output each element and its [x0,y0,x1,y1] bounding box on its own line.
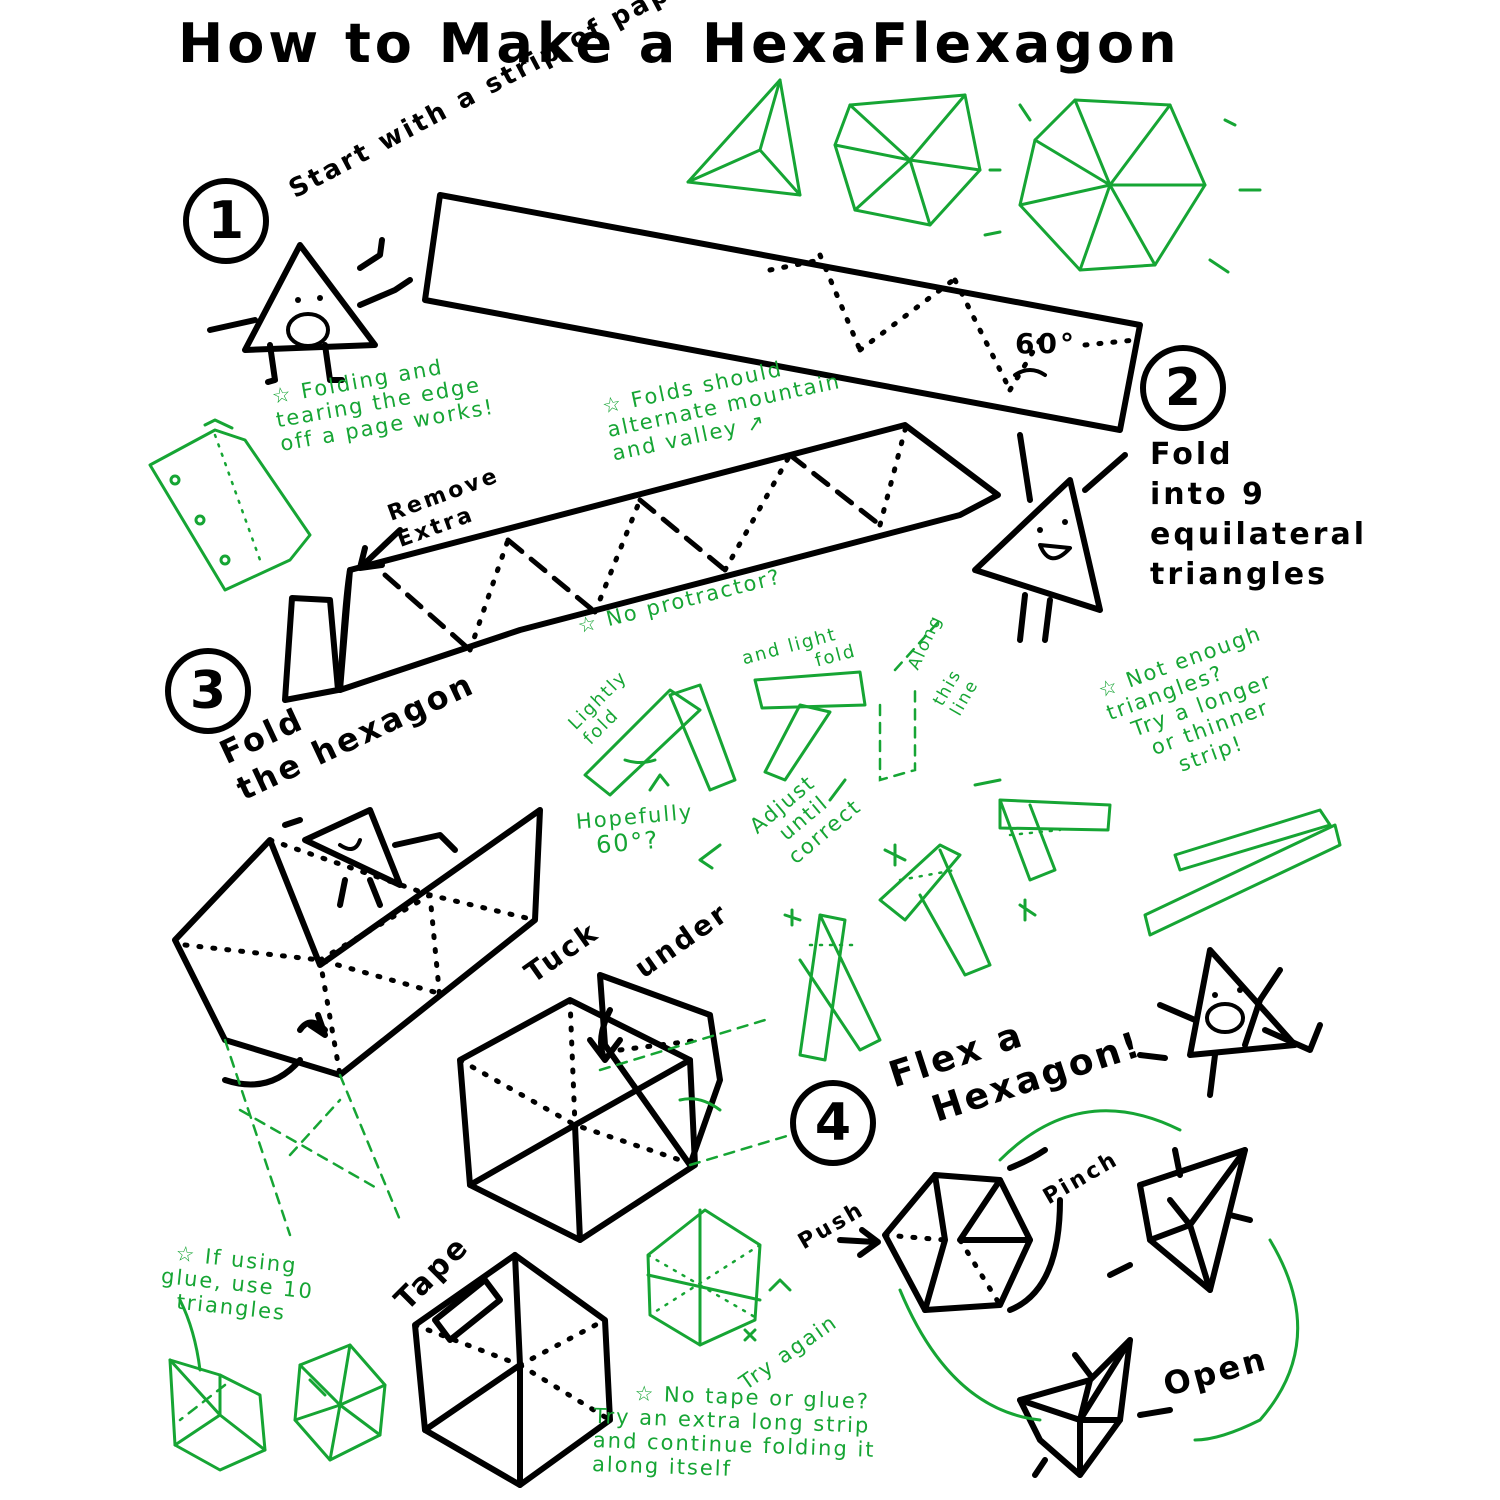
connector-dashes [223,1038,402,1237]
folded-strip-step2 [282,422,1001,703]
glue-hexagon-sketches [168,1298,387,1472]
triangle-mascot-step2 [972,432,1128,643]
step-number-4: 4 [790,1080,876,1166]
flex-sequence [837,1109,1300,1478]
step2-line: Fold [1150,437,1234,472]
paper-strip-step1 [422,192,1143,433]
torn-page-sketch [148,418,312,592]
angle-label: 60° [1015,327,1077,360]
step2-caption: Fold into 9 equilateral triangles [1150,440,1367,590]
triangle-mascot-step3 [282,807,458,908]
fold-angle-sketches [583,618,1112,1062]
step-number-1: 1 [183,178,269,264]
step2-line: equilateral [1150,517,1367,552]
hexagon-fold-diagram [172,807,543,1088]
step-number-2: 2 [1140,345,1226,431]
long-thin-strip-sketch [1143,808,1342,937]
try-again-hexagon [646,1208,792,1347]
triangle-mascot-step4 [1137,947,1323,1098]
step2-line: triangles [1150,557,1328,592]
note-no-tape: ☆ No tape or glue? Try an extra long str… [592,1380,878,1486]
step2-line: into 9 [1150,477,1266,512]
page-title: How to Make a HexaFlexagon [178,12,1181,75]
step-number-3: 3 [165,648,251,734]
taped-hexagon [412,1252,613,1488]
note-hopefully: Hopefully 60°? [575,800,697,862]
flexagon-preview-icons [686,78,1262,274]
tuck-under-hexagon [457,972,792,1243]
triangle-mascot-step1 [207,237,413,385]
